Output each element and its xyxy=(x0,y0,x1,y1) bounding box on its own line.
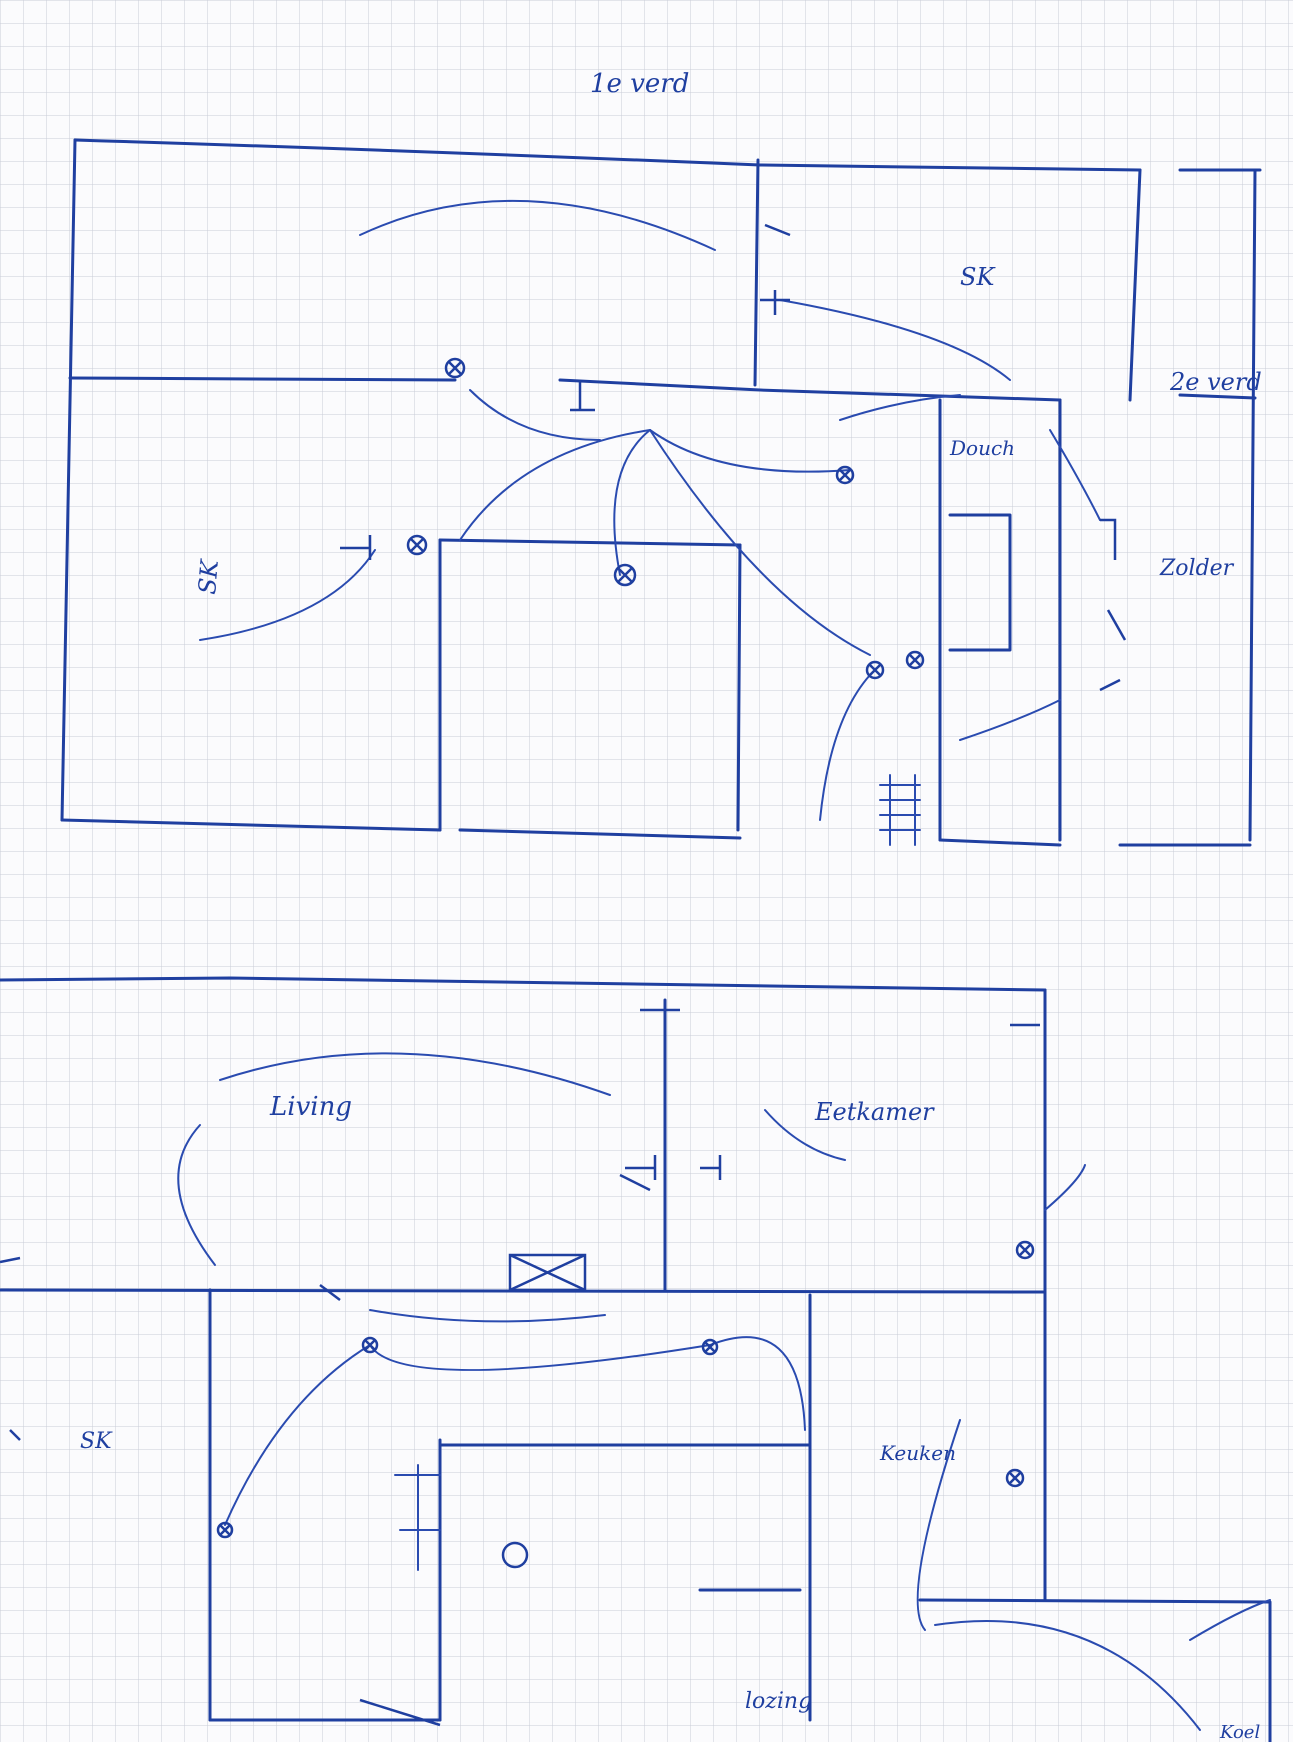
lower-light-points xyxy=(216,1240,1035,1569)
fireplace-symbol xyxy=(508,1253,587,1292)
label-bottom-right: Koel xyxy=(1219,1722,1260,1742)
upper-floor-walls xyxy=(60,138,1262,847)
upper-wiring xyxy=(199,199,1101,821)
label-zolder: Zolder xyxy=(1159,556,1235,581)
lower-switches xyxy=(0,1008,1040,1727)
label-bottom-note: lozing xyxy=(745,1689,812,1714)
label-sk-left: SK xyxy=(193,557,224,596)
upper-switches xyxy=(340,223,1127,692)
label-sk-bottom-left: SK xyxy=(80,1429,113,1454)
lower-stairs xyxy=(394,1464,441,1571)
label-douche: Douch xyxy=(949,436,1015,460)
label-eetkamer: Eetkamer xyxy=(814,1098,935,1126)
label-first-floor: 1e verd xyxy=(590,69,689,99)
label-sk-top-right: SK xyxy=(960,263,996,291)
lower-wiring xyxy=(177,1052,1271,1731)
label-living: Living xyxy=(269,1092,352,1122)
upper-stairs xyxy=(879,774,921,846)
label-keuken: Keuken xyxy=(879,1441,956,1465)
upper-light-points xyxy=(406,357,925,680)
label-second-floor: 2e verd xyxy=(1169,368,1262,396)
